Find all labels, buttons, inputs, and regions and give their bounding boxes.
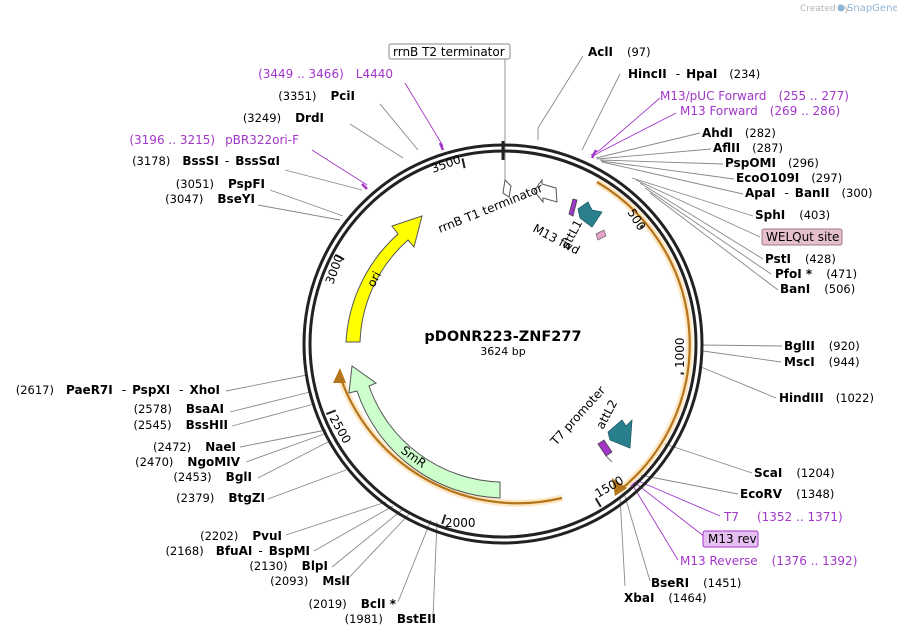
svg-text:M13/pUC Forward(255 .. 277): M13/pUC Forward(255 .. 277) (660, 89, 849, 103)
orf-arrowhead-right (612, 478, 627, 496)
attl1-feature[interactable] (577, 201, 603, 228)
svg-text:(2578)BsaAI: (2578)BsaAI (134, 402, 224, 416)
svg-text:(3196 .. 3215)pBR322ori-F: (3196 .. 3215)pBR322ori-F (129, 133, 299, 147)
svg-text:XbaI(1464): XbaI(1464) (624, 591, 707, 605)
svg-text:HindIII(1022): HindIII(1022) (779, 391, 874, 405)
tick-mark-3500 (461, 158, 466, 169)
svg-text:EcoO109I(297): EcoO109I(297) (736, 171, 842, 185)
svg-text:BglII(920): BglII(920) (784, 339, 860, 353)
svg-text:AhdI(282): AhdI(282) (702, 126, 776, 140)
tick-label-500: 500 (624, 206, 648, 233)
rrnb-t2-box (388, 43, 511, 60)
snapgene-logo-icon (837, 4, 845, 12)
orf-arc-left (338, 375, 563, 505)
rrnb-t2-feature[interactable] (502, 178, 512, 198)
svg-text:ApaI-BanII(300): ApaI-BanII(300) (745, 186, 872, 200)
attl2-feature[interactable] (607, 418, 633, 449)
primer-marks (361, 142, 637, 487)
credit-brand: SnapGene (847, 3, 897, 14)
svg-text:(2617)PaeR7I-PspXI-XhoI: (2617)PaeR7I-PspXI-XhoI (16, 383, 220, 397)
svg-text:MscI(944): MscI(944) (784, 355, 860, 369)
svg-text:PspOMI(296): PspOMI(296) (725, 156, 819, 170)
orf-arc-right (596, 181, 691, 492)
m13-fwd-feature[interactable] (568, 198, 578, 217)
smr-feature[interactable] (348, 365, 501, 499)
svg-text:(2130)BlpI: (2130)BlpI (249, 559, 328, 573)
m13-rev-label: M13 rev (708, 532, 757, 546)
svg-text:(3351)PciI: (3351)PciI (278, 89, 355, 103)
plasmid-name: pDONR223-ZNF277 (424, 329, 581, 345)
svg-text:ScaI(1204): ScaI(1204) (754, 466, 835, 480)
svg-text:(2019)BclI *: (2019)BclI * (308, 597, 396, 611)
svg-text:(1981)BstEII: (1981)BstEII (345, 612, 436, 626)
tick-label-2000: 2000 (445, 516, 476, 530)
svg-text:PfoI *(471): PfoI *(471) (775, 267, 857, 281)
svg-text:SphI(403): SphI(403) (755, 208, 830, 222)
svg-text:(3449 .. 3466)L4440: (3449 .. 3466)L4440 (258, 67, 393, 81)
svg-text:T7(1352 .. 1371): T7(1352 .. 1371) (723, 510, 843, 524)
t7-promoter-feature[interactable] (597, 439, 613, 457)
credit-prefix: Created by (800, 4, 850, 14)
svg-text:M13 Reverse(1376 .. 1392): M13 Reverse(1376 .. 1392) (680, 554, 857, 568)
svg-text:(2379)BtgZI: (2379)BtgZI (176, 491, 265, 505)
tick-mark-1500 (594, 497, 602, 508)
svg-text:(2168)BfuAI-BspMI: (2168)BfuAI-BspMI (165, 544, 310, 558)
tick-mark-3000 (334, 253, 345, 261)
svg-text:(3047)BseYI: (3047)BseYI (165, 192, 255, 206)
welqut-site-label: WELQut site (766, 230, 839, 244)
tick-mark-2000 (441, 514, 447, 525)
tick-label-3000: 3000 (323, 253, 347, 286)
svg-text:PstI(428): PstI(428) (765, 252, 836, 266)
svg-text:BanI(506): BanI(506) (780, 282, 855, 296)
svg-text:(3051)PspFI: (3051)PspFI (176, 177, 265, 191)
pink-marker-feature (595, 229, 607, 241)
rrnb-t1-label: rrnB T1 terminator (436, 181, 545, 236)
svg-text:AflII(287): AflII(287) (713, 141, 783, 155)
svg-text:(3178)BssSI-BssSαI: (3178)BssSI-BssSαI (132, 154, 280, 168)
svg-text:(2093)MslI: (2093)MslI (270, 574, 350, 588)
leader-lines (225, 55, 783, 618)
svg-text:(3249)DrdI: (3249)DrdI (243, 111, 324, 125)
rrnb-t2-label: rrnB T2 terminator (393, 45, 505, 59)
svg-text:(2202)PvuI: (2202)PvuI (200, 529, 282, 543)
tick-mark-2500 (326, 409, 337, 416)
t7-promoter-connector (605, 455, 613, 463)
svg-text:(2472)NaeI: (2472)NaeI (153, 440, 236, 454)
orf-arrowhead-left (333, 368, 346, 383)
svg-text:BseRI(1451): BseRI(1451) (651, 576, 741, 590)
right-labels: AclI(97) HincII-HpaI(234) M13/pUC Forwar… (588, 45, 874, 605)
svg-text:HincII-HpaI(234): HincII-HpaI(234) (628, 67, 760, 81)
rrnb-t1-feature[interactable] (533, 178, 558, 204)
svg-text:(2545)BssHII: (2545)BssHII (133, 418, 228, 432)
svg-text:(2470)NgoMIV: (2470)NgoMIV (135, 455, 241, 469)
svg-text:M13 Forward(269 .. 286): M13 Forward(269 .. 286) (680, 104, 840, 118)
plasmid-length: 3624 bp (480, 345, 525, 358)
ori-label: ori (364, 269, 384, 289)
svg-text:(2453)BglI: (2453)BglI (173, 470, 252, 484)
enzyme-acli: AclI (588, 45, 613, 59)
ori-feature[interactable] (345, 215, 423, 343)
left-labels: (3449 .. 3466)L4440 (3351)PciI (3249)Drd… (16, 67, 436, 626)
tick-label-1000: 1000 (673, 337, 687, 368)
svg-text:EcoRV(1348): EcoRV(1348) (740, 487, 834, 501)
svg-text:AclI(97): AclI(97) (588, 45, 651, 59)
